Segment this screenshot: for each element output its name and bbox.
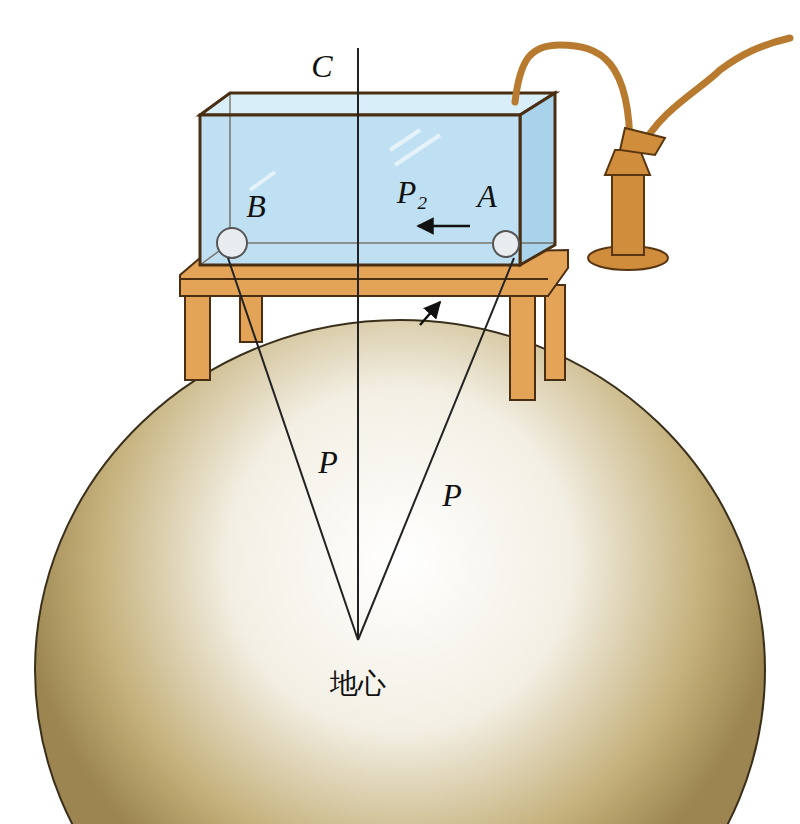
fish-tank [200,93,555,265]
point-label: P [318,446,338,478]
ball [217,228,247,258]
force-arrow [418,225,470,228]
earth [35,320,765,824]
pointer-arrow [420,302,440,325]
table [180,250,568,400]
point-label: A [477,180,497,212]
air-pump [588,128,668,270]
tube [515,38,790,150]
ball [493,231,519,257]
force-line [228,48,514,640]
point-label: P₂ [397,176,428,208]
center-label: 地心 [330,670,386,698]
point-label: B [246,190,266,222]
point-label: P [442,479,462,511]
point-label: C [311,50,332,82]
